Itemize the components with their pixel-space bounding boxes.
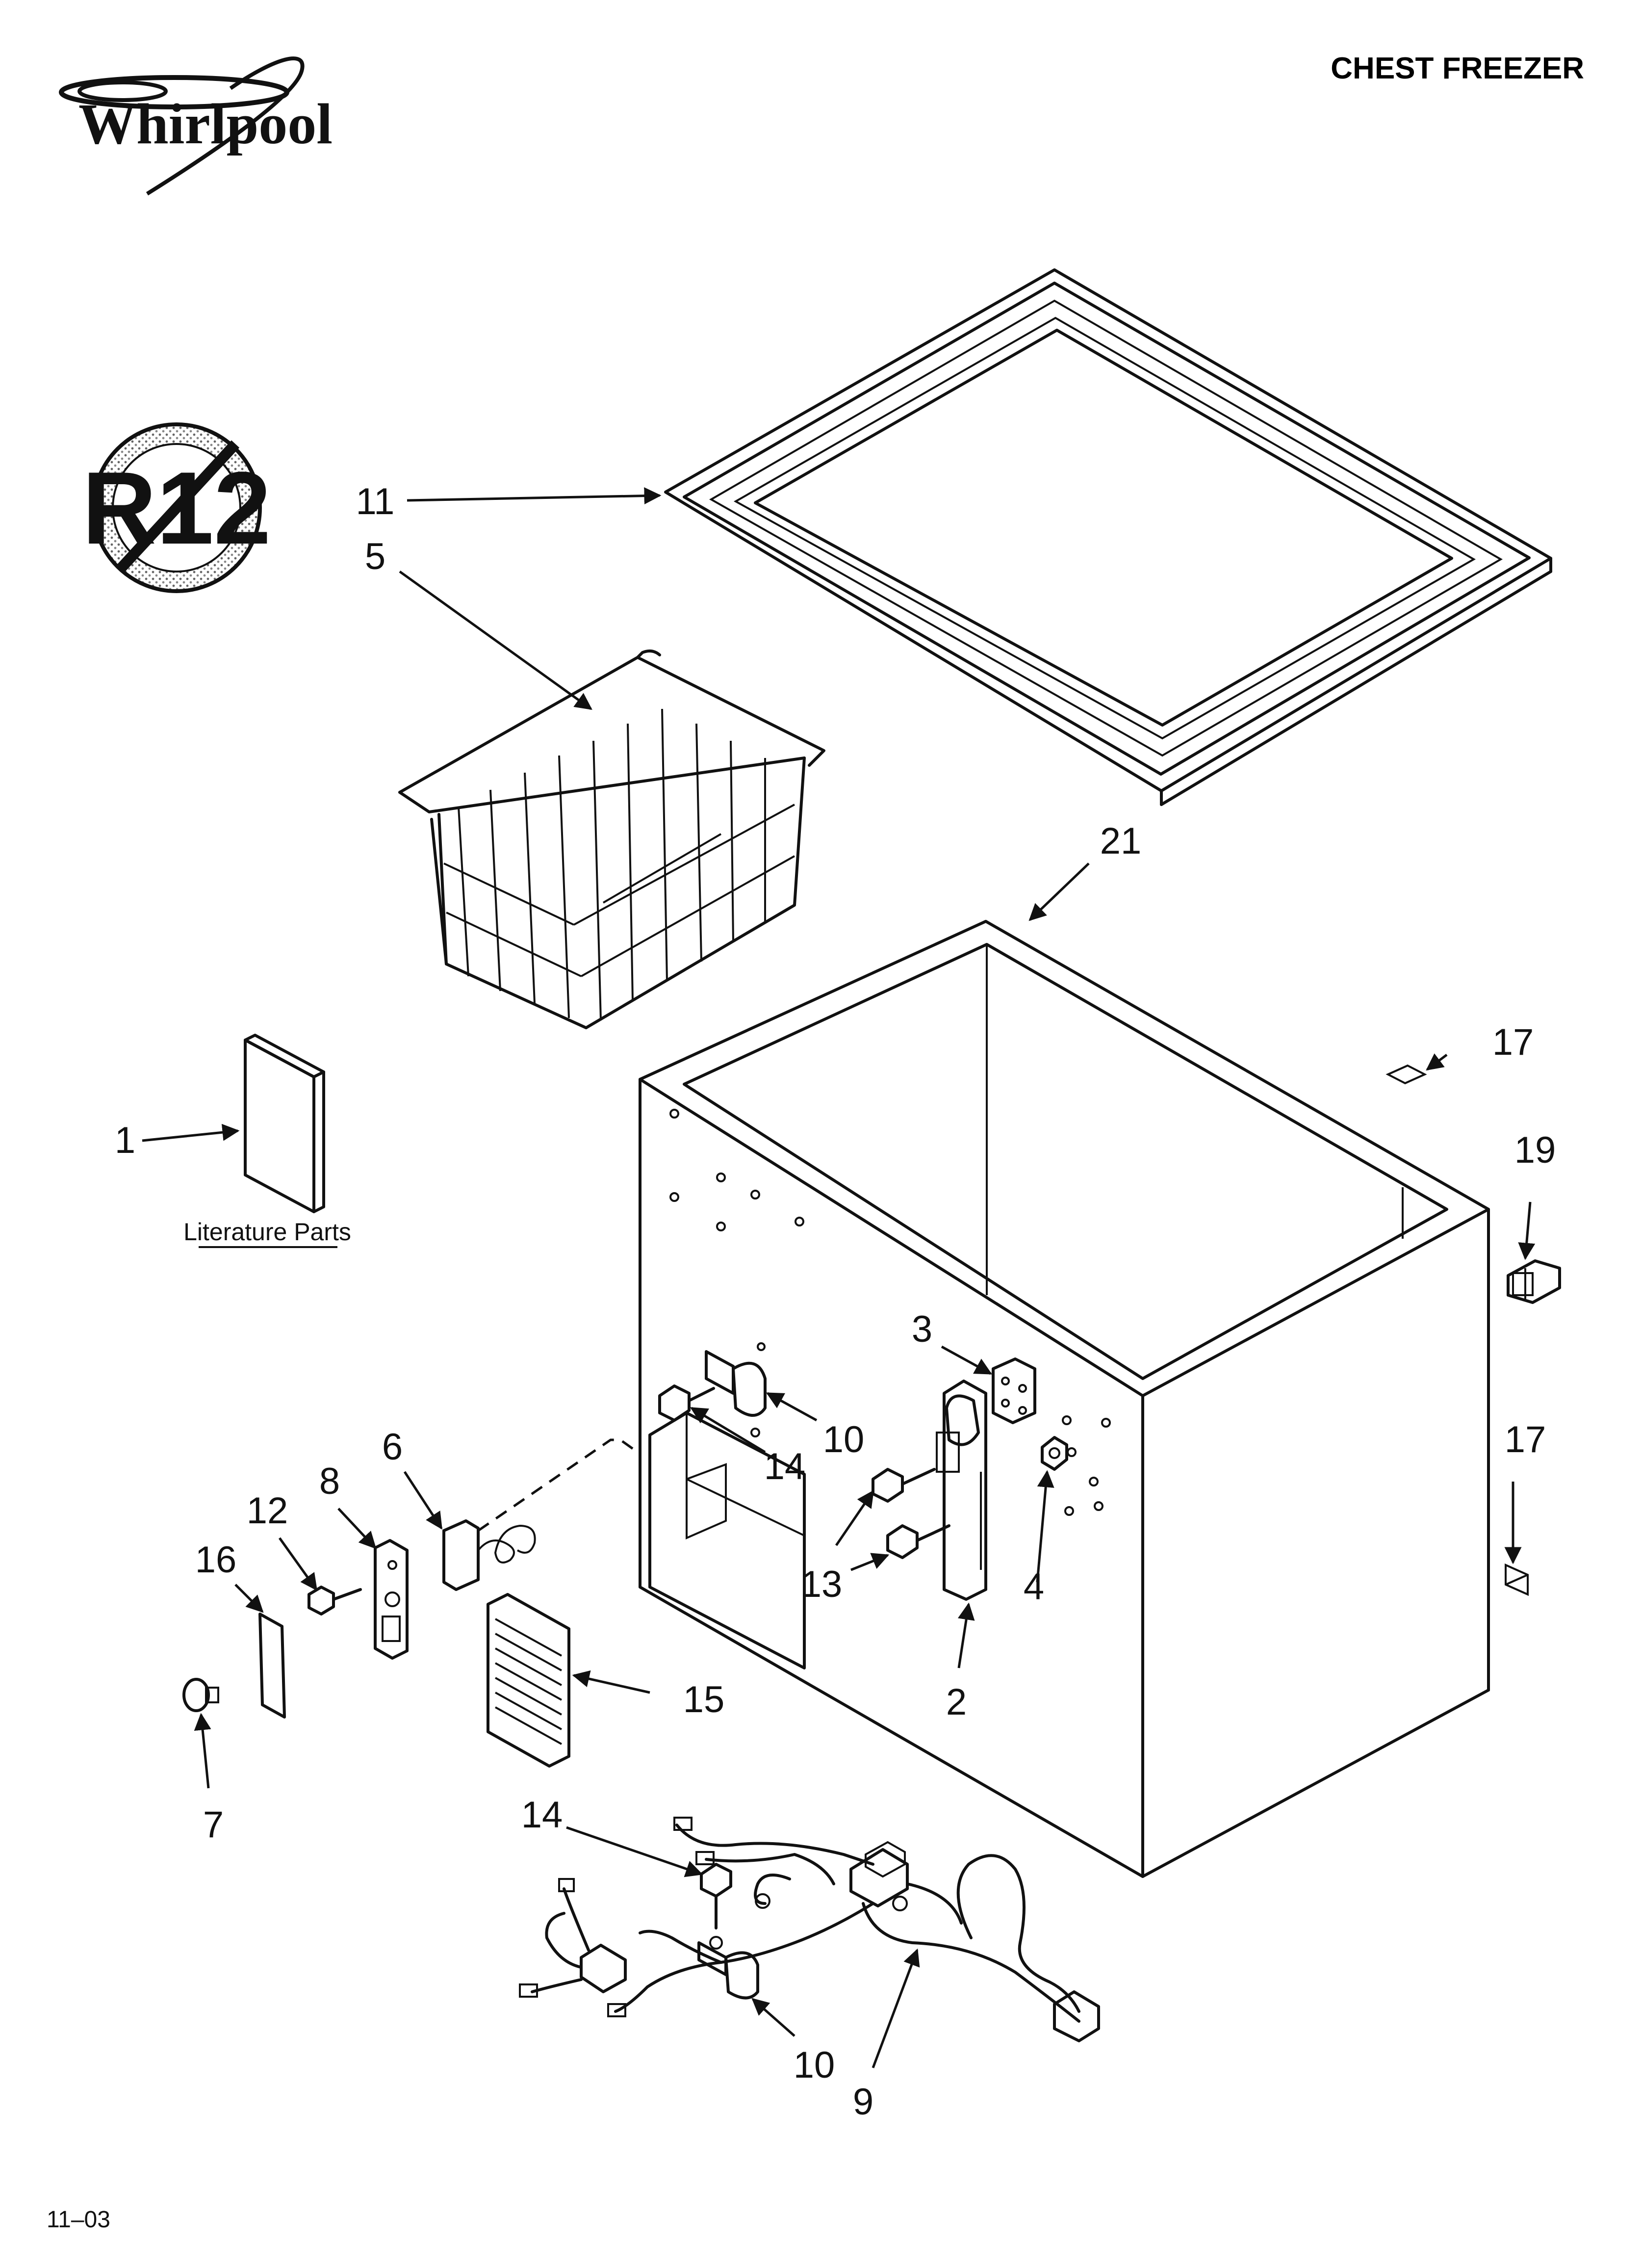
no-r12-badge: R12 [82,422,271,593]
callout-screw-plate: 12 [247,1490,288,1532]
callout-hinge-screws: 13 [801,1564,843,1605]
callout-strip: 16 [195,1539,237,1581]
hinge-bushing [1041,1436,1068,1471]
leader-lines [142,487,1536,2068]
hinge-screw-lower [886,1524,950,1559]
lid-gasket [664,268,1552,806]
callout-clamp-lower: 10 [794,2044,835,2086]
label-top [1385,1064,1427,1085]
label-side [1505,1563,1529,1596]
callout-thermostat: 6 [382,1426,403,1468]
callout-hinge: 2 [946,1681,967,1723]
literature-book [244,1034,325,1213]
callout-hinge-bushing: 4 [1024,1566,1044,1608]
callout-side-label: 17 [1505,1419,1546,1460]
clamp-upper [705,1342,767,1417]
control-plate [374,1539,409,1660]
callout-hinge-bracket: 3 [912,1308,932,1350]
callout-top-label: 17 [1492,1021,1534,1063]
callout-control-plate: 8 [319,1460,340,1502]
whirlpool-logo: Whirlpool [59,56,333,196]
hinge-bracket [992,1357,1036,1424]
hinge [936,1380,987,1601]
screw-lower [700,1863,732,1950]
callout-lid: 11 [356,481,395,522]
thermostat [442,1519,536,1591]
drain-plug [1507,1259,1561,1304]
page-title: CHEST FREEZER [1331,52,1584,85]
clamp-lower [697,1941,759,2000]
cabinet [639,920,1490,1878]
hinge-screw-upper [872,1468,936,1503]
callout-clamp-upper: 10 [823,1419,865,1460]
screw-upper [658,1384,715,1422]
callout-knob: 7 [203,1804,224,1846]
callout-cabinet: 21 [1100,820,1142,862]
callout-grille: 15 [683,1679,725,1721]
revision-code: 11–03 [47,2207,110,2233]
callout-screw-upper: 14 [764,1446,806,1487]
plate-screw [308,1586,362,1616]
knob [182,1678,219,1712]
callout-harness: 9 [853,2081,873,2123]
callout-basket: 5 [365,536,385,577]
wire-basket [398,649,825,1029]
brand-name: Whirlpool [78,92,333,156]
literature-parts-label: Literature Parts [183,1218,351,1246]
callout-literature: 1 [115,1120,135,1161]
strip [258,1613,286,1719]
callout-screw-lower: 14 [521,1794,563,1836]
callout-drain-plug: 19 [1514,1129,1556,1171]
callout-labels: 11 5 21 1 17 19 3 10 14 17 6 8 12 16 13 … [115,481,1556,2123]
grille [487,1593,570,1768]
wire-harness [519,1817,1100,2042]
thermostat-capillary [477,1438,639,1532]
